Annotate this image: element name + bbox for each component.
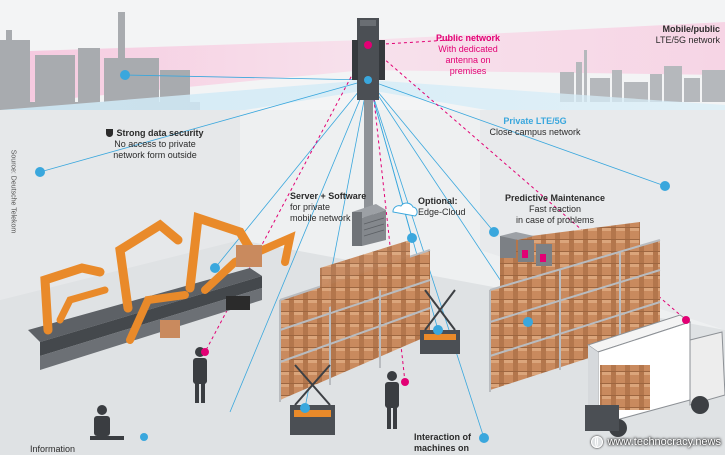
predictive-line-2: in case of problems	[515, 215, 595, 225]
information-label: Information	[30, 444, 100, 455]
mobile-public-sub: LTE/5G network	[655, 35, 720, 45]
private-lte-title: Private LTE/5G	[503, 116, 567, 126]
data-security-line-1: No access to private	[114, 139, 196, 149]
private-antenna-node	[364, 76, 372, 84]
globe-icon	[591, 436, 604, 448]
watermark[interactable]: www.technocracy.news	[591, 434, 721, 450]
public-antenna-node	[364, 41, 372, 49]
pallet-stacks	[160, 245, 262, 338]
private-lte-label: Private LTE/5G Close campus network	[475, 116, 595, 138]
interaction-label: Interaction of machines on	[414, 432, 494, 454]
server-software-label: Server + Software for private mobile net…	[290, 191, 380, 224]
data-security-label: Strong data security No access to privat…	[95, 128, 215, 161]
server-software-title: Server + Software	[290, 191, 367, 201]
right-shelving	[489, 222, 661, 392]
industrial-robots	[40, 211, 296, 344]
edge-cloud-icon	[392, 202, 418, 217]
data-security-line-2: network form outside	[113, 150, 197, 160]
left-shelving	[279, 240, 431, 402]
server-software-line-1: for private	[290, 202, 331, 212]
data-security-title: Strong data security	[116, 128, 204, 138]
public-network-title: Public network	[435, 33, 500, 43]
server-software-line-2: mobile network	[290, 213, 351, 223]
public-network-line-3: premises	[449, 66, 487, 76]
source-credit: Source: Deutsche Telekom	[9, 149, 17, 234]
left-wall	[0, 110, 240, 300]
antenna-tower	[352, 18, 385, 225]
watermark-text[interactable]: www.technocracy.news	[607, 436, 721, 448]
interaction-sub: machines on	[414, 443, 470, 453]
public-network-line-1: With dedicated	[438, 44, 498, 54]
server-rack	[352, 204, 386, 246]
predictive-line-1: Fast reaction	[528, 204, 582, 214]
edge-cloud-title: Optional:	[418, 196, 458, 206]
mobile-public-title: Mobile/public	[662, 24, 721, 34]
right-wall	[480, 110, 725, 330]
predictive-title: Predictive Maintenance	[504, 193, 606, 203]
delivery-truck	[586, 314, 725, 437]
interaction-title: Interaction of	[414, 432, 472, 442]
public-network-label: Public network With dedicated antenna on…	[418, 33, 518, 77]
factory-skyline	[0, 12, 200, 110]
information-title: Information	[30, 444, 76, 454]
private-network-beam	[0, 80, 725, 150]
edge-cloud-sub: Edge-Cloud	[418, 207, 466, 217]
network-nodes	[35, 70, 690, 443]
edge-cloud-label: Optional: Edge-Cloud	[418, 196, 478, 218]
shield-icon	[106, 129, 114, 137]
predictive-maintenance-label: Predictive Maintenance Fast reaction in …	[495, 193, 615, 226]
maintenance-machines	[500, 232, 552, 266]
public-network-line-2: antenna on	[445, 55, 491, 65]
mobile-public-label: Mobile/public LTE/5G network	[620, 24, 720, 46]
city-skyline	[560, 50, 725, 102]
private-lte-sub: Close campus network	[489, 127, 581, 137]
